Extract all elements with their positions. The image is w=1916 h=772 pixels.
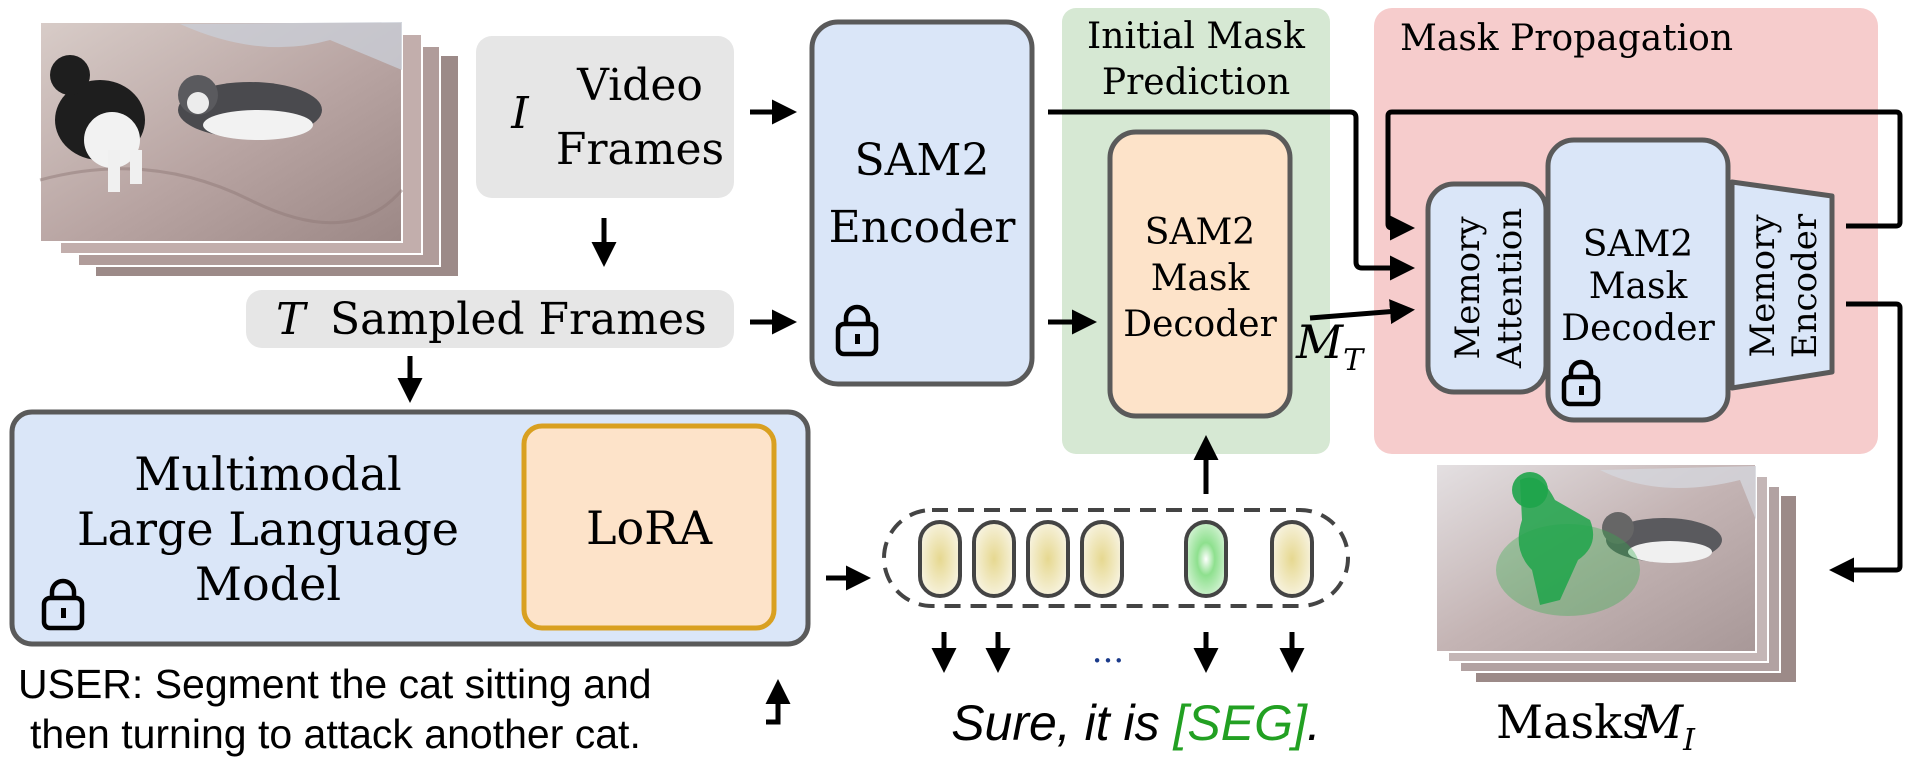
- mt-symbol-base: M: [1295, 315, 1345, 369]
- user-prompt-line1: USER: Segment the cat sitting and: [18, 661, 652, 707]
- response-seg-token: [SEG]: [1173, 695, 1308, 751]
- frame-front-cats: [39, 21, 404, 243]
- arrow-memory-loop: [1385, 109, 1903, 241]
- initial-decoder-line3: Decoder: [1123, 304, 1277, 345]
- encoder-label-line1: SAM2: [855, 135, 990, 186]
- response-text: Sure, it is [SEG].: [951, 695, 1321, 751]
- propagation-decoder-line2: Mask: [1589, 266, 1689, 307]
- propagation-sam2-mask-decoder: SAM2 Mask Decoder: [1545, 137, 1731, 423]
- mask-propagation-region: Mask Propagation Memory Attention SAM2 M…: [1374, 8, 1878, 454]
- video-frames-label-line1: Video: [576, 60, 703, 111]
- response-prefix: Sure, it is: [951, 695, 1173, 751]
- arrow-encoder-to-memory-attention: [1048, 109, 1415, 281]
- user-prompt-line2: then turning to attack another cat.: [30, 711, 641, 757]
- mask-frame-front: [1435, 463, 1757, 653]
- lora-label: LoRA: [586, 501, 713, 555]
- llm-label-line3: Model: [195, 557, 341, 611]
- memory-encoder: Memory Encoder: [1729, 179, 1835, 391]
- token-sequence: ···: [882, 508, 1350, 681]
- mt-symbol-subscript: T: [1343, 343, 1365, 378]
- output-masks-stack: Masks MI: [1435, 463, 1796, 758]
- initial-sam2-mask-decoder: SAM2 Mask Decoder: [1107, 129, 1293, 419]
- token: [972, 520, 1016, 598]
- connectors: [397, 99, 1903, 725]
- arrow-mt-to-memory-attention: [1309, 299, 1415, 325]
- propagation-decoder-line3: Decoder: [1561, 308, 1715, 349]
- llm-label-line2: Large Language: [77, 502, 459, 556]
- video-frames-label-line2: Frames: [556, 124, 724, 175]
- token: [1026, 520, 1070, 598]
- token: [1270, 520, 1314, 598]
- masks-symbol-subscript: I: [1682, 723, 1696, 758]
- video-frames-box: I Video Frames: [476, 36, 734, 198]
- video-frames-stack: [39, 21, 458, 276]
- memory-attention: Memory Attention: [1425, 181, 1549, 395]
- user-prompt: USER: Segment the cat sitting and then t…: [18, 661, 652, 757]
- token: [1080, 520, 1124, 598]
- sampled-frames-label: Sampled Frames: [330, 294, 707, 345]
- token: [918, 520, 962, 598]
- memory-encoder-line1: Memory: [1743, 214, 1783, 358]
- lock-icon: [41, 578, 85, 631]
- memory-encoder-line2: Encoder: [1785, 213, 1825, 358]
- memory-attention-line2: Attention: [1490, 208, 1530, 369]
- sampled-frames-symbol: T: [276, 294, 309, 345]
- video-frames-symbol: I: [510, 88, 530, 139]
- initial-mask-title-line2: Prediction: [1102, 62, 1290, 103]
- sam2-encoder: SAM2 Encoder: [809, 19, 1035, 387]
- masks-label: Masks: [1496, 695, 1646, 749]
- token-ellipsis: ···: [1092, 641, 1124, 681]
- response-suffix: .: [1307, 695, 1321, 751]
- initial-decoder-line1: SAM2: [1145, 212, 1255, 253]
- mask-propagation-title: Mask Propagation: [1400, 18, 1733, 59]
- initial-decoder-line2: Mask: [1151, 258, 1251, 299]
- sampled-frames-box: T Sampled Frames: [246, 290, 734, 348]
- initial-mask-output-symbol: MT: [1295, 315, 1365, 378]
- propagation-decoder-line1: SAM2: [1583, 224, 1693, 265]
- llm-label-line1: Multimodal: [134, 447, 402, 501]
- seg-token: [1184, 520, 1228, 598]
- memory-attention-line1: Memory: [1448, 216, 1488, 360]
- masks-symbol: MI: [1635, 695, 1696, 758]
- lock-icon: [1561, 359, 1601, 407]
- lora-adapter: LoRA: [521, 423, 777, 631]
- initial-mask-title-line1: Initial Mask: [1087, 16, 1306, 57]
- arrow-user-to-llm: [765, 679, 791, 725]
- initial-mask-prediction-region: Initial Mask Prediction SAM2 Mask Decode…: [1062, 8, 1330, 454]
- multimodal-llm: Multimodal Large Language Model LoRA: [9, 409, 811, 647]
- masks-symbol-base: M: [1635, 695, 1685, 749]
- encoder-label-line2: Encoder: [829, 202, 1017, 253]
- arrow-to-output-masks: [1829, 301, 1903, 583]
- lock-icon: [835, 304, 879, 357]
